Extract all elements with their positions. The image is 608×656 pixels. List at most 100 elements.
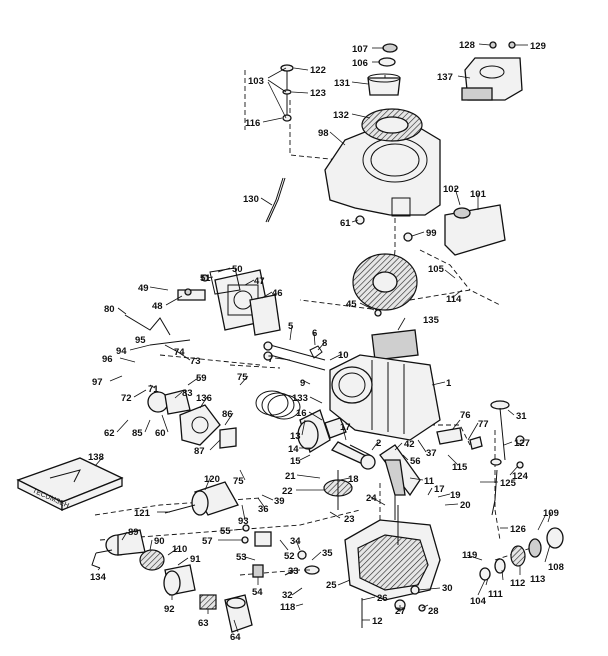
callout-17: 17 — [340, 422, 351, 433]
callout-135: 135 — [423, 315, 440, 326]
callout-114: 114 — [446, 294, 462, 305]
callout-19: 19 — [450, 490, 461, 501]
callout-127: 127 — [514, 438, 530, 449]
callout-28: 28 — [428, 606, 439, 617]
callout-107: 107 — [352, 44, 368, 55]
callout-10: 10 — [338, 350, 349, 361]
callout-119: 119 — [462, 550, 477, 561]
callout-1: 1 — [446, 378, 452, 389]
flywheel — [352, 253, 418, 311]
callout-73: 73 — [190, 356, 201, 367]
callout-35: 35 — [322, 548, 333, 559]
callout-61: 61 — [340, 218, 351, 229]
callout-25: 25 — [326, 580, 337, 591]
callout-54: 54 — [252, 587, 263, 598]
callout-87: 87 — [194, 446, 205, 457]
callout-45: 45 — [346, 299, 357, 310]
intake-manifold — [147, 389, 237, 449]
callout-6: 6 — [312, 328, 317, 339]
governor-parts — [241, 524, 320, 578]
callout-48: 48 — [152, 301, 163, 312]
callout-130: 130 — [243, 194, 259, 205]
callout-16: 16 — [296, 408, 307, 419]
callout-76: 76 — [460, 410, 471, 421]
leader-lines — [94, 43, 552, 633]
cylinder-block — [329, 354, 441, 441]
callout-26: 26 — [377, 593, 388, 604]
callout-96: 96 — [102, 354, 113, 365]
starter-cup — [367, 73, 401, 96]
callout-95: 95 — [135, 335, 146, 346]
piston-rings — [255, 390, 301, 420]
callout-33: 33 — [288, 566, 299, 577]
callout-138: 138 — [88, 452, 104, 463]
callout-110: 110 — [172, 544, 187, 555]
callout-128: 128 — [459, 40, 475, 51]
callout-106: 106 — [352, 58, 368, 69]
callout-63: 63 — [198, 618, 209, 629]
callout-112: 112 — [510, 578, 525, 589]
callout-60: 60 — [155, 428, 166, 439]
callout-34: 34 — [290, 536, 301, 547]
callout-75b: 75 — [233, 476, 244, 487]
callout-92: 92 — [164, 604, 175, 615]
callout-59: 59 — [196, 373, 207, 384]
callout-24: 24 — [366, 493, 377, 504]
callout-53: 53 — [236, 552, 247, 563]
callout-103: 103 — [248, 76, 264, 87]
callout-77: 77 — [478, 419, 489, 430]
callout-91: 91 — [190, 554, 201, 565]
callout-15: 15 — [290, 456, 301, 467]
callout-20: 20 — [460, 500, 471, 511]
callout-136: 136 — [196, 393, 212, 404]
callout-129: 129 — [530, 41, 546, 52]
callout-57: 57 — [202, 536, 213, 547]
callout-27: 27 — [395, 606, 406, 617]
callout-115: 115 — [452, 462, 468, 473]
callout-9: 9 — [300, 378, 305, 389]
callout-97: 97 — [92, 377, 103, 388]
callout-17b: 17 — [434, 484, 445, 495]
starter-motor — [164, 481, 239, 516]
callout-111: 111 — [488, 589, 504, 600]
callout-89: 89 — [128, 527, 139, 538]
callout-132: 132 — [333, 110, 349, 121]
callout-125: 125 — [500, 478, 517, 489]
rotating-screen — [361, 108, 423, 142]
callout-113: 113 — [530, 574, 545, 585]
callout-118: 118 — [280, 602, 295, 613]
breather-parts — [361, 585, 426, 628]
callout-131: 131 — [334, 78, 351, 89]
valve-assembly — [263, 341, 326, 371]
flywheel-nut — [378, 43, 398, 67]
callout-101: 101 — [470, 189, 487, 200]
muffler — [444, 204, 506, 256]
callout-23: 23 — [344, 514, 355, 525]
callout-2: 2 — [376, 438, 381, 449]
throttle-linkage — [124, 314, 191, 346]
callout-51: 51 — [200, 273, 211, 284]
callout-93: 93 — [238, 516, 249, 527]
callout-62: 62 — [104, 428, 115, 439]
callout-122: 122 — [310, 65, 326, 76]
callout-7: 7 — [268, 354, 273, 365]
callout-14: 14 — [288, 444, 299, 455]
callout-71: 71 — [148, 384, 159, 395]
crankcase-cover — [344, 505, 441, 601]
callout-116: 116 — [245, 118, 260, 129]
callout-123: 123 — [310, 88, 326, 99]
callout-11: 11 — [424, 476, 435, 487]
callout-124: 124 — [512, 471, 529, 482]
callout-21: 21 — [285, 471, 296, 482]
callout-37: 37 — [426, 448, 437, 459]
callout-18: 18 — [348, 474, 359, 485]
assembly-lines — [94, 70, 541, 576]
owner-manual: TECUMSEH — [16, 457, 124, 512]
callout-52: 52 — [284, 551, 295, 562]
callout-47: 47 — [254, 276, 265, 287]
callout-94: 94 — [116, 346, 127, 357]
fasteners — [280, 41, 525, 469]
callout-55: 55 — [220, 526, 231, 537]
piston — [297, 409, 331, 453]
